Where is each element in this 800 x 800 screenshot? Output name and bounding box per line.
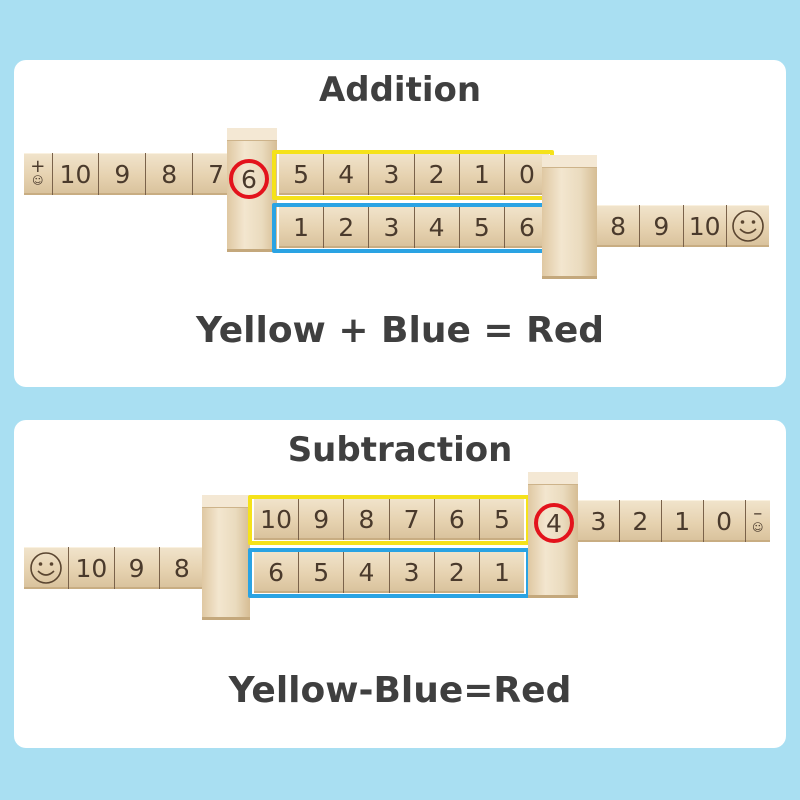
number-cell: 8 <box>344 498 390 540</box>
number-cell: 8 <box>173 553 190 583</box>
subtraction-red-answer-circle: 4 <box>534 503 574 543</box>
number-cell: 1 <box>279 206 325 248</box>
number-cell: 10 <box>684 205 727 247</box>
number-cell: 1 <box>662 500 704 542</box>
number-cell: 9 <box>99 153 147 195</box>
number-cell: 5 <box>279 153 325 195</box>
subtraction-panel: Subtraction 10 9 8 10 9 8 7 6 5 6 5 4 3 <box>14 420 786 748</box>
number-cell: 2 <box>620 500 662 542</box>
number-cell: 8 <box>146 153 194 195</box>
addition-left-strip: + ☺ 10 9 8 7 <box>24 153 239 195</box>
number-cell: 2 <box>415 153 460 195</box>
number-cell: 5 <box>460 206 505 248</box>
smiley-face-icon <box>727 205 769 247</box>
number-cell: 7 <box>390 498 435 540</box>
subtraction-yellow-row: 10 9 8 7 6 5 <box>254 498 524 540</box>
number-cell: 6 <box>254 551 300 593</box>
addition-blue-highlight <box>272 203 554 253</box>
block-top-face <box>528 472 578 485</box>
addition-panel: Addition + ☺ 10 9 8 7 6 5 4 3 2 1 0 1 2 … <box>14 60 786 387</box>
number-cell: 10 <box>53 153 100 195</box>
smiley-face-icon: ☺ <box>32 174 44 187</box>
subtraction-yellow-highlight <box>248 495 530 545</box>
number-cell: 1 <box>460 153 505 195</box>
subtraction-blue-highlight <box>248 548 530 598</box>
subtraction-left-slider-block <box>202 495 250 620</box>
number-cell: 5 <box>299 551 345 593</box>
number-cell: 2 <box>324 206 370 248</box>
number-cell: 8 <box>597 205 641 247</box>
block-top-face <box>542 155 597 168</box>
number-cell: 4 <box>415 206 460 248</box>
number-cell: 10 <box>69 547 115 589</box>
subtraction-equation: Yellow-Blue=Red <box>228 670 572 711</box>
number-cell: 5 <box>493 504 510 534</box>
number-cell: 6 <box>518 212 535 242</box>
minus-sign: – <box>753 503 763 524</box>
addition-blue-row: 1 2 3 4 5 6 <box>279 206 549 248</box>
smiley-face-icon <box>732 210 764 242</box>
number-cell: 2 <box>435 551 480 593</box>
number-cell: 9 <box>640 205 684 247</box>
number-cell: 3 <box>369 206 415 248</box>
number-cell: 7 <box>208 159 225 189</box>
addition-red-answer-circle: 6 <box>229 159 269 199</box>
number-cell: 4 <box>324 153 370 195</box>
number-cell: 9 <box>299 498 345 540</box>
number-cell: 0 <box>704 500 746 542</box>
number-cell: 1 <box>493 557 510 587</box>
number-cell: 0 <box>518 159 535 189</box>
addition-yellow-highlight <box>272 150 554 200</box>
plus-sign: + <box>30 156 46 177</box>
number-cell: 3 <box>369 153 415 195</box>
block-top-face <box>227 128 277 141</box>
subtraction-right-strip: 3 2 1 0 – ☺ <box>578 500 770 542</box>
plus-sign-cell: + ☺ <box>24 153 53 195</box>
number-cell: 4 <box>344 551 390 593</box>
smiley-face-icon: ☺ <box>752 521 764 534</box>
number-cell: 3 <box>578 500 620 542</box>
number-cell: 10 <box>254 498 300 540</box>
smiley-face-icon <box>24 547 70 589</box>
addition-equation: Yellow + Blue = Red <box>195 310 605 351</box>
subtraction-title: Subtraction <box>287 430 513 470</box>
smiley-face-icon <box>30 552 62 584</box>
number-cell: 6 <box>435 498 480 540</box>
block-top-face <box>202 495 250 508</box>
number-cell: 9 <box>115 547 160 589</box>
addition-title: Addition <box>318 70 482 110</box>
number-cell: 3 <box>390 551 435 593</box>
addition-right-strip: 8 9 10 <box>597 205 769 247</box>
addition-right-slider-block <box>542 155 597 279</box>
addition-yellow-row: 5 4 3 2 1 0 <box>279 153 549 195</box>
minus-sign-cell: – ☺ <box>746 500 771 542</box>
subtraction-blue-row: 6 5 4 3 2 1 <box>254 551 524 593</box>
subtraction-left-strip: 10 9 8 <box>24 547 204 589</box>
